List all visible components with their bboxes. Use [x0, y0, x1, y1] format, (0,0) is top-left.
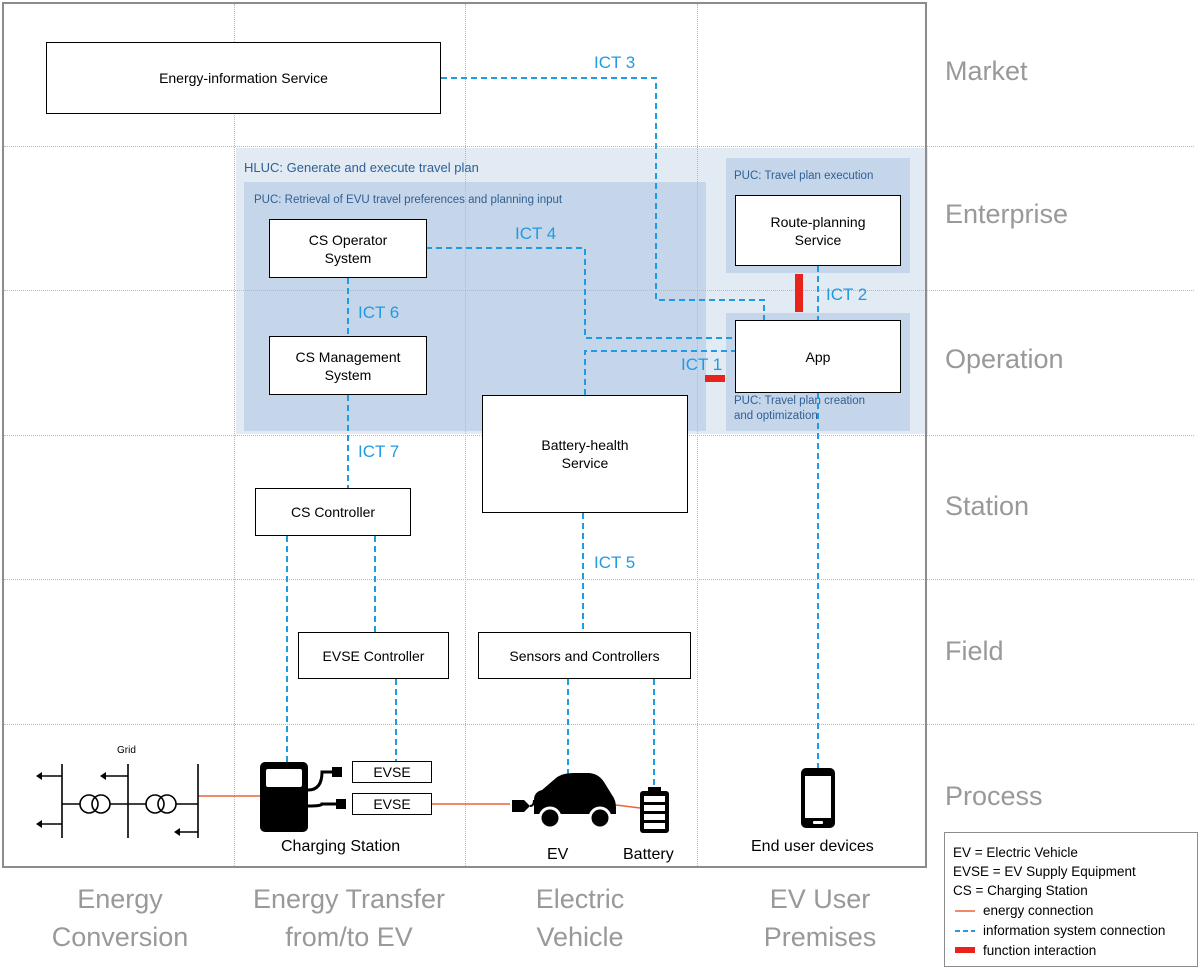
zone-operation: Operation — [945, 344, 1064, 374]
legend-function: function interaction — [983, 943, 1097, 958]
cs-operator-system-box: CS Operator System — [269, 219, 427, 278]
cs-management-system-box: CS Management System — [269, 336, 427, 395]
grid-line — [4, 579, 1194, 580]
ict4-label: ICT 4 — [515, 224, 557, 243]
energy-information-service-box: Energy-information Service — [46, 42, 441, 114]
ict1-connection — [584, 350, 735, 395]
battery-icon — [640, 787, 669, 833]
legend-ev: EV = Electric Vehicle — [953, 845, 1078, 860]
zone-station: Station — [945, 491, 1030, 521]
grid-line — [4, 724, 1194, 725]
legend-evse: EVSE = EV Supply Equipment — [953, 864, 1136, 879]
grid-icon — [40, 764, 199, 838]
battery-label: Battery — [623, 846, 674, 863]
route-planning-service-box: Route-planning Service — [735, 195, 901, 266]
ict2-label: ICT 2 — [826, 285, 868, 304]
domain-energy-transfer: Energy Transfer from/to EV — [252, 884, 446, 952]
ict5-label: ICT 5 — [594, 553, 636, 572]
legend-swatches — [955, 910, 975, 953]
puc-creation-label: PUC: Travel plan creation and optimizati… — [734, 395, 866, 422]
ict3-connection — [441, 77, 765, 320]
hluc-label: HLUC: Generate and execute travel plan — [244, 160, 479, 175]
puc-retrieval-label: PUC: Retrieval of EVU travel preferences… — [254, 194, 563, 206]
app-box: App — [735, 320, 901, 393]
ev-icon — [512, 773, 616, 830]
domain-energy-conversion: Energy Conversion — [51, 884, 189, 952]
evse-bottom-box: EVSE — [352, 793, 432, 815]
domain-ev-user-premises: EV User Premises — [763, 884, 877, 952]
zone-field: Field — [945, 636, 1004, 666]
diagram-frame — [2, 2, 927, 868]
phone-icon — [801, 768, 835, 828]
puc-execution-label: PUC: Travel plan execution — [734, 170, 874, 182]
ict4-connection — [426, 247, 735, 339]
domain-electric-vehicle: Electric Vehicle — [535, 884, 625, 952]
battery-health-service-box: Battery-health Service — [482, 395, 688, 513]
evse-top-box: EVSE — [352, 761, 432, 783]
legend-info: information system connection — [983, 923, 1166, 938]
end-user-devices-label: End user devices — [751, 838, 874, 855]
grid-line — [4, 146, 1194, 147]
sensors-and-controllers-box: Sensors and Controllers — [478, 632, 691, 679]
cs-controller-box: CS Controller — [255, 488, 411, 536]
zone-process: Process — [945, 781, 1043, 811]
ev-label: EV — [547, 846, 569, 863]
charging-station-icon — [260, 762, 346, 832]
grid-line — [4, 290, 1194, 291]
grid-label: Grid — [117, 745, 136, 756]
ict3-label: ICT 3 — [594, 53, 636, 72]
evse-controller-box: EVSE Controller — [298, 632, 449, 679]
function-interaction-ict1 — [705, 375, 725, 382]
ict7-label: ICT 7 — [358, 442, 400, 461]
ict1-label: ICT 1 — [681, 355, 723, 374]
function-interaction-ict2 — [795, 274, 803, 312]
legend-cs: CS = Charging Station — [953, 883, 1088, 898]
zone-market: Market — [945, 56, 1028, 86]
zone-enterprise: Enterprise — [945, 199, 1069, 229]
ict6-label: ICT 6 — [358, 303, 400, 322]
legend-energy: energy connection — [983, 903, 1094, 918]
legend: EV = Electric Vehicle EVSE = EV Supply E… — [944, 832, 1198, 967]
grid-arrows-icon — [36, 772, 180, 836]
charging-station-label: Charging Station — [281, 838, 401, 855]
